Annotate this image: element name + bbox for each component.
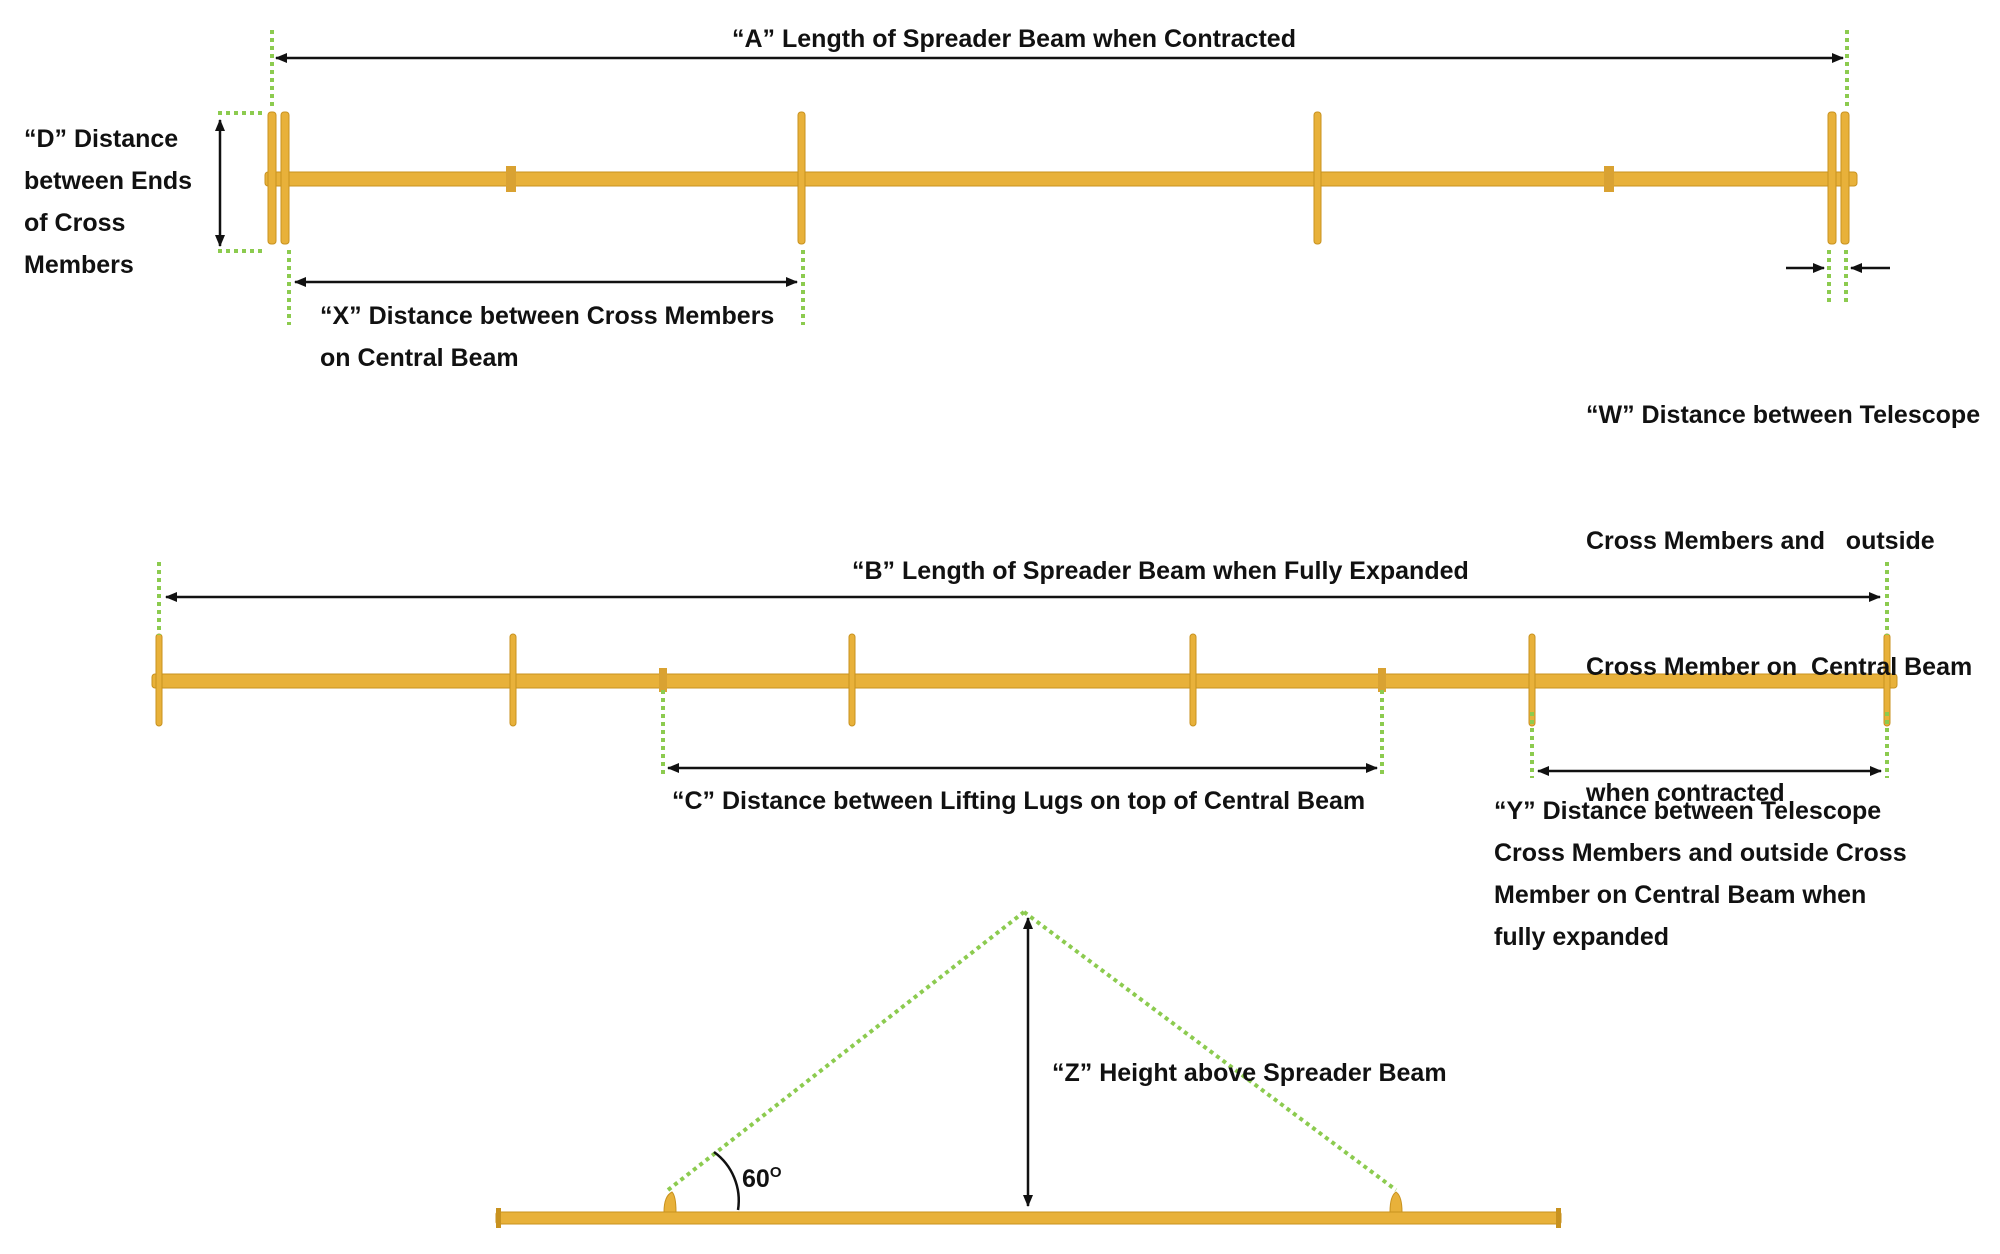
label-w: “W” Distance between Telescope Cross Mem…	[1586, 401, 1981, 807]
label-x: “X” Distance between Cross Members on Ce…	[320, 302, 775, 372]
lifting-lug	[659, 668, 667, 692]
expanded-guides	[157, 562, 1889, 778]
lifting-lug-right	[1389, 1191, 1403, 1213]
label-c: “C” Distance between Lifting Lugs on top…	[672, 787, 1366, 815]
right-end-cross-member-2	[1840, 111, 1850, 245]
left-end-cross-member	[267, 111, 277, 245]
cross-member	[1528, 633, 1536, 727]
cross-member	[1313, 111, 1322, 245]
label-b: “B” Length of Spreader Beam when Fully E…	[852, 557, 1469, 585]
label-y: “Y” Distance between Telescope Cross Mem…	[1494, 797, 1907, 951]
cross-member	[848, 633, 856, 727]
left-sling	[666, 910, 1026, 1192]
side-dimension-arrows	[713, 917, 1033, 1211]
cross-member	[797, 111, 806, 245]
side-main-beam	[495, 1211, 1562, 1225]
contracted-dimension-arrows	[215, 53, 1890, 287]
label-angle: 60O	[742, 1164, 782, 1193]
label-z: “Z” Height above Spreader Beam	[1052, 1059, 1447, 1087]
expanded-main-beam	[151, 673, 1898, 689]
cross-member	[509, 633, 517, 727]
degree-symbol: O	[769, 1164, 782, 1181]
expanded-beam	[151, 633, 1898, 727]
right-end-cross-member	[1827, 111, 1837, 245]
lifting-lug	[506, 166, 516, 192]
side-view-beam	[495, 1191, 1562, 1228]
cross-member	[155, 633, 163, 727]
lifting-lug-left	[663, 1191, 677, 1213]
right-sling	[1022, 910, 1398, 1192]
expanded-dimension-arrows	[165, 592, 1882, 776]
lifting-lug	[1378, 668, 1386, 692]
left-end-cross-member-2	[280, 111, 290, 245]
label-a: “A” Length of Spreader Beam when Contrac…	[732, 25, 1296, 53]
cross-member	[1189, 633, 1197, 727]
contracted-main-beam	[264, 171, 1858, 187]
label-d: “D” Distance between Ends of Cross Membe…	[24, 125, 193, 279]
angle-arc	[713, 1150, 740, 1211]
lifting-lug	[1604, 166, 1614, 192]
contracted-guides	[218, 30, 1849, 325]
sling-lines	[666, 910, 1398, 1192]
contracted-beam	[264, 111, 1858, 245]
